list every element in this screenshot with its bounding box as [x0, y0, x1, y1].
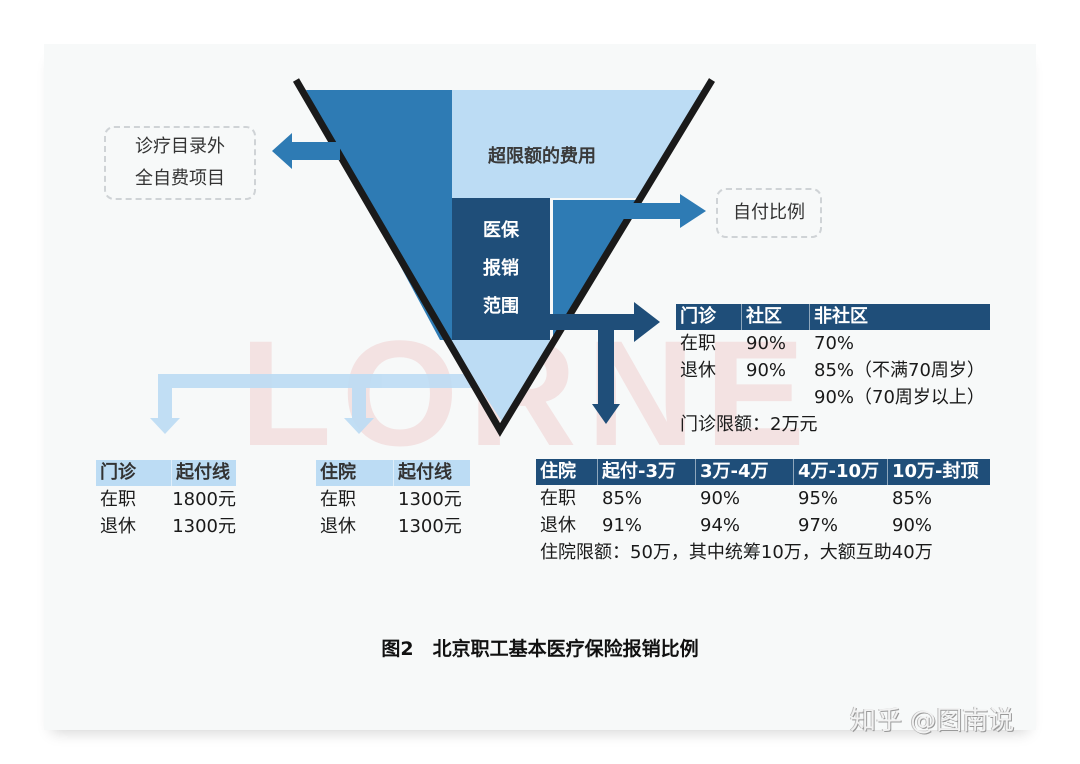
funnel-outline: [292, 78, 715, 437]
funnel-scope-region: [452, 198, 550, 340]
arrow-left-icon: [272, 133, 340, 169]
source-credit: 知乎 @图南说: [850, 706, 1015, 736]
table-header: 住院 起付线: [316, 460, 470, 486]
outpatient-threshold-table: 门诊 起付线 在职 1800元 退休 1300元: [96, 460, 236, 540]
table-header: 住院 起付-3万 3万-4万 4万-10万 10万-封顶: [536, 459, 990, 485]
inpatient-limit-note: 住院限额：50万，其中统筹10万，大额互助40万: [540, 542, 933, 563]
table-row: 在职 85% 90% 95% 85%: [540, 488, 933, 509]
outpatient-limit-note: 门诊限额：2万元: [680, 414, 818, 435]
self-pay-ratio-callout: 自付比例: [716, 188, 822, 238]
over-limit-label: 超限额的费用: [488, 146, 596, 167]
funnel-bottom-region: [448, 340, 553, 426]
inpatient-ratio-table: 住院 起付-3万 3万-4万 4万-10万 10万-封顶 在职 85% 90% …: [536, 459, 990, 566]
light-blue-split-arrow: [150, 374, 488, 434]
table-row: 在职 1300元: [320, 489, 462, 510]
outpatient-ratio-table: 门诊 社区 非社区 在职 90% 70% 退休 90% 85%（不满70周岁） …: [676, 304, 990, 438]
arrow-right-icon: [620, 194, 706, 228]
funnel-left-region: [306, 90, 452, 340]
table-header: 门诊 社区 非社区: [676, 304, 990, 330]
figure-caption: 图2 北京职工基本医疗保险报销比例: [381, 638, 699, 660]
arrow-t-split-icon: [550, 302, 660, 424]
table-row: 退休 1300元: [320, 516, 462, 537]
inpatient-threshold-table: 住院 起付线 在职 1300元 退休 1300元: [316, 460, 470, 540]
table-row: 退休 90% 85%（不满70周岁）: [680, 360, 985, 381]
table-header: 门诊 起付线: [96, 460, 236, 486]
table-row: 90%（70周岁以上）: [814, 387, 985, 408]
funnel-over-limit-region: [452, 90, 706, 198]
table-row: 在职 90% 70%: [680, 333, 855, 354]
table-row: 在职 1800元: [100, 489, 236, 510]
table-row: 退休 91% 94% 97% 90%: [540, 515, 933, 536]
reimbursement-scope-label: 医保 报销 范围: [483, 220, 519, 317]
table-row: 退休 1300元: [100, 516, 236, 537]
out-of-catalog-callout: 诊疗目录外 全自费项目: [104, 126, 256, 200]
